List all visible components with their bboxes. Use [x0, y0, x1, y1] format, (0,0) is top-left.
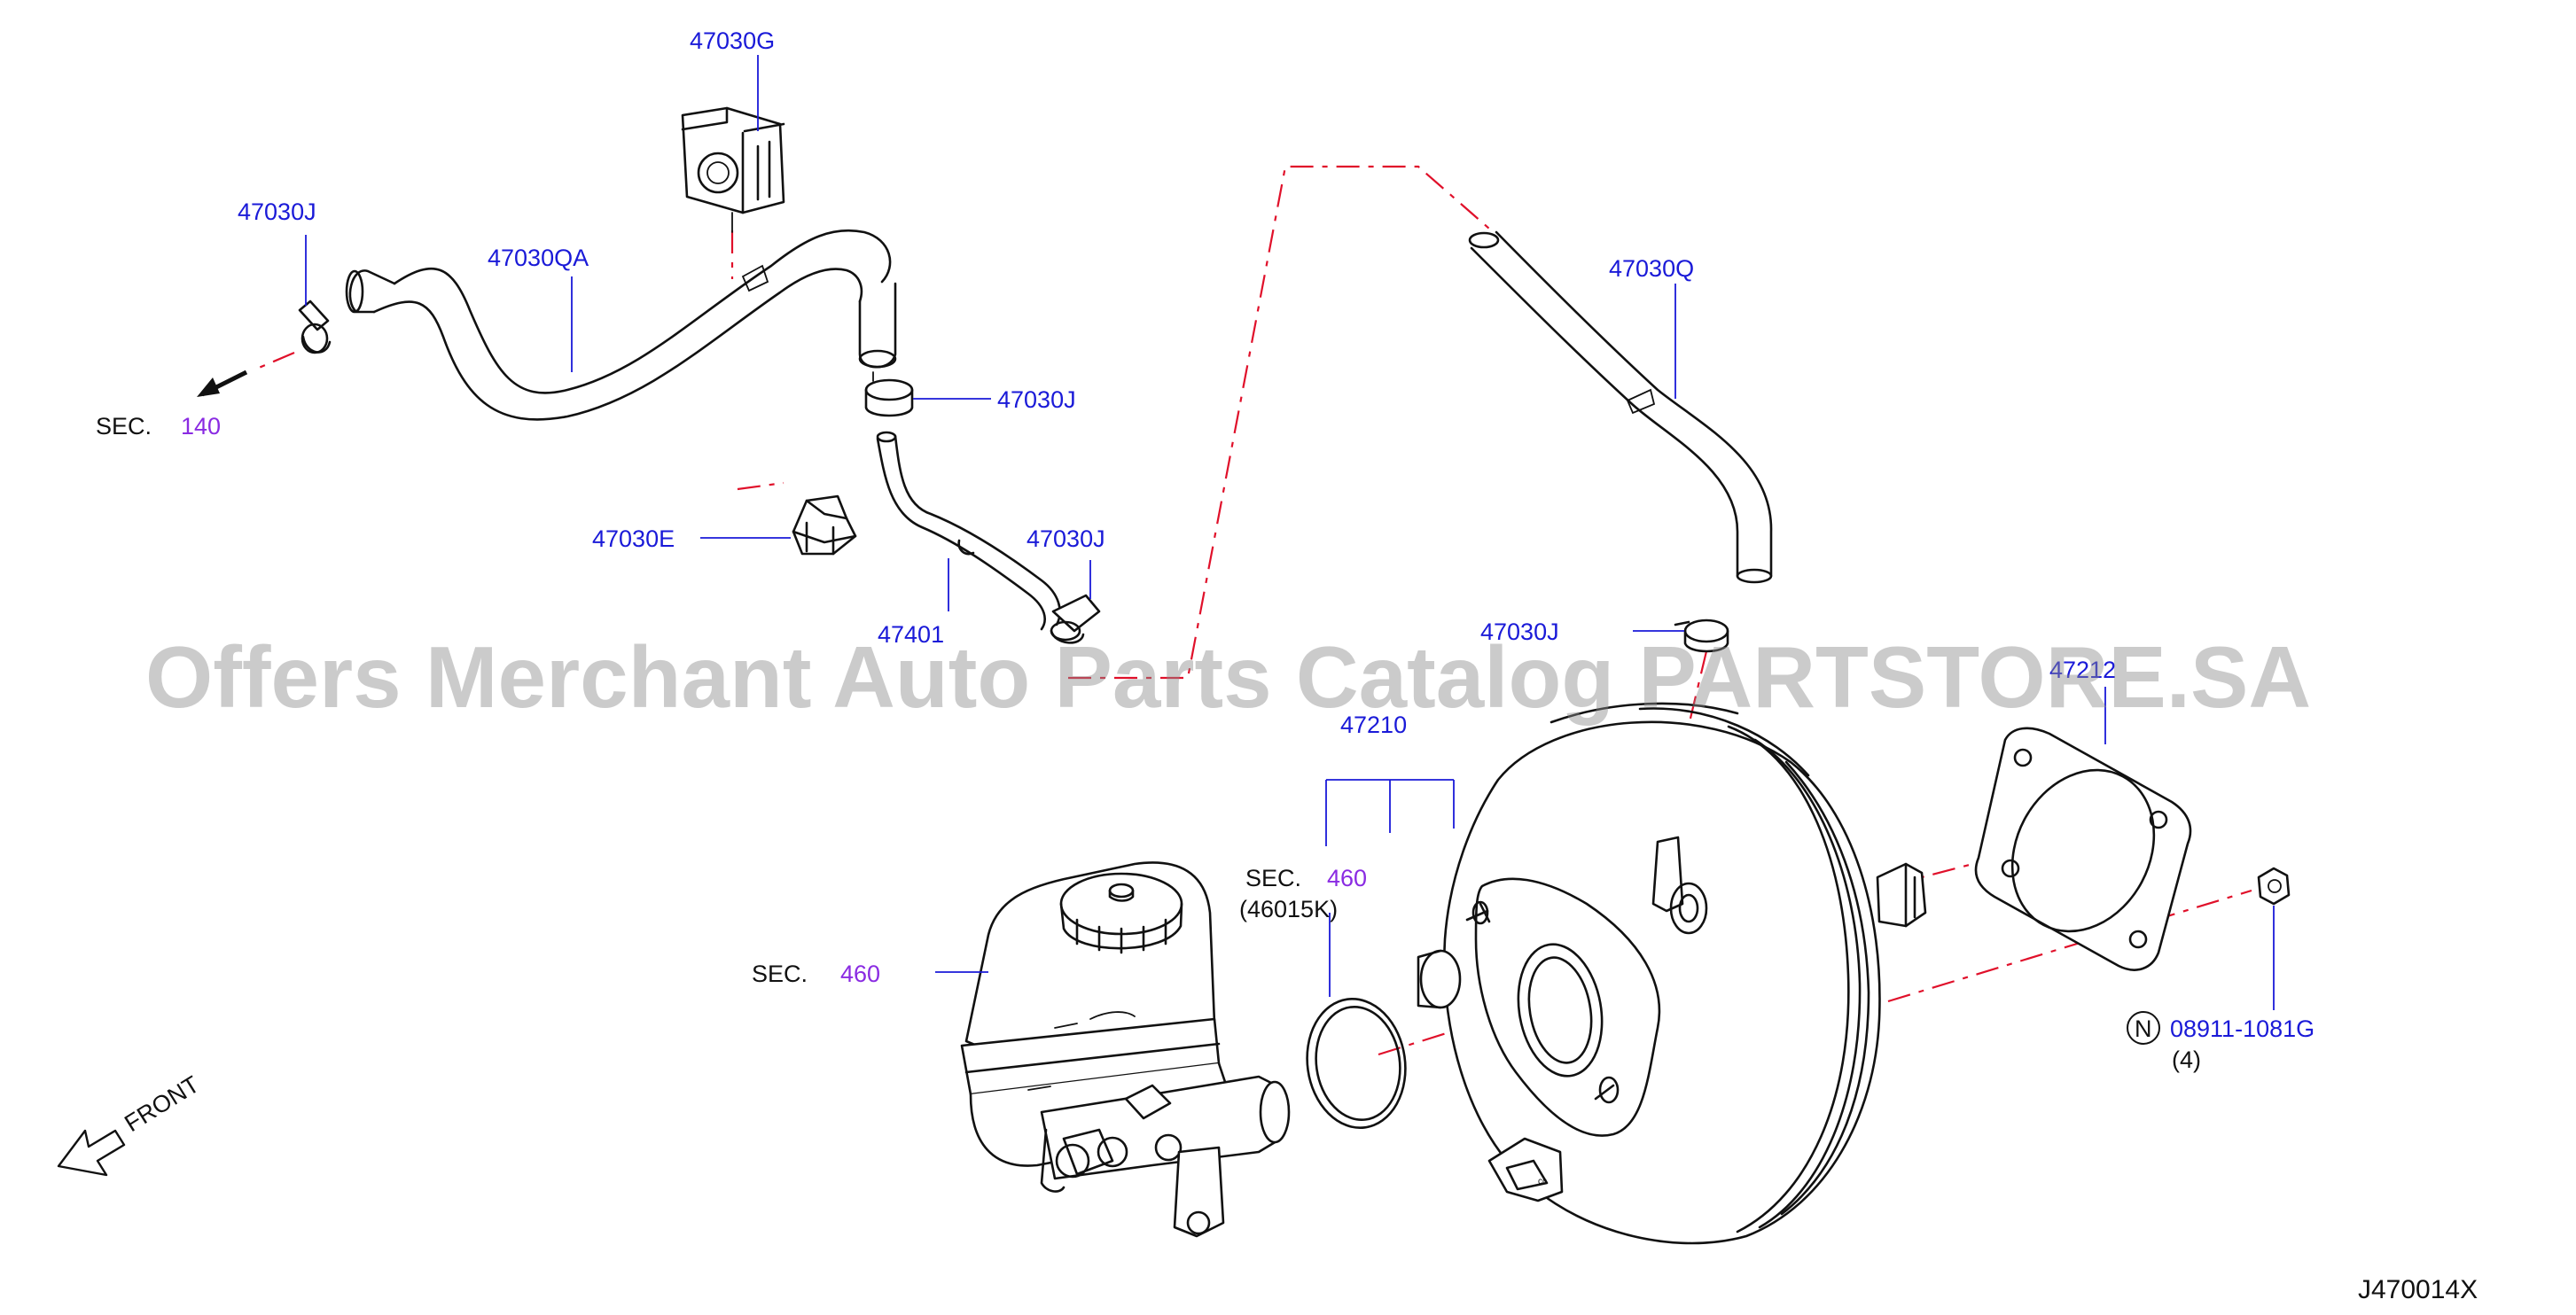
- o-ring-seal: [1306, 998, 1407, 1129]
- front-arrow-icon: [57, 1129, 126, 1177]
- label-47030j-right: 47030J: [1480, 619, 1559, 645]
- nut-symbol: N: [2135, 1015, 2152, 1042]
- front-direction-indicator: FRONT: [57, 1070, 204, 1177]
- label-47401: 47401: [878, 621, 944, 648]
- hose-clamp-47030j-right: [1674, 619, 1729, 653]
- vacuum-hose-47030qa: [345, 229, 897, 421]
- booster-gasket-47212: [1974, 727, 2192, 971]
- nut-symbol-circle: [2127, 1011, 2160, 1045]
- label-47030j-lower: 47030J: [1026, 525, 1105, 552]
- section-ref-140: SEC. 140: [96, 413, 221, 440]
- label-47030j-middle: 47030J: [997, 386, 1076, 413]
- brake-booster-47210: cc: [1417, 702, 1927, 1245]
- tube-clip-47030e: [792, 494, 857, 556]
- leader-lines: [305, 55, 2275, 1010]
- section-ref-460-master: SEC. 460: [752, 961, 880, 987]
- vacuum-tube-47401: [876, 431, 1061, 631]
- sec460-booster-number: 460: [1327, 865, 1367, 891]
- hose-clamp-47030j-lower: [1050, 594, 1101, 644]
- label-nut-code: 08911-1081G: [2170, 1015, 2314, 1042]
- watermark-text: Offers Merchant Auto Parts Catalog PARTS…: [145, 628, 2311, 726]
- nut-callout: N 08911-1081G (4): [2127, 1011, 2314, 1073]
- label-47030qa: 47030QA: [488, 245, 589, 271]
- label-47210: 47210: [1340, 712, 1407, 738]
- label-47030j-left: 47030J: [238, 198, 316, 225]
- hose-clamp-47030j-middle: [864, 371, 914, 417]
- sec140-number: 140: [181, 413, 221, 440]
- sec460-master-prefix: SEC.: [752, 961, 808, 987]
- hose-bracket-47030g: [681, 106, 785, 233]
- sec140-prefix: SEC.: [96, 413, 152, 440]
- section-ref-460-booster: SEC. 460 (46015K): [1239, 865, 1367, 922]
- brake-master-cylinder: [960, 861, 1291, 1238]
- label-47212: 47212: [2049, 657, 2116, 683]
- svg-text:cc: cc: [1538, 1177, 1547, 1187]
- hex-nut: [2257, 867, 2291, 906]
- front-label: FRONT: [120, 1070, 204, 1137]
- figure-code: J470014X: [2358, 1275, 2478, 1304]
- vacuum-hose-47030q: [1468, 230, 1773, 584]
- direction-arrow-icon: [197, 370, 248, 397]
- label-nut-qty: (4): [2172, 1047, 2201, 1073]
- hose-clamp-47030j-left: [298, 300, 332, 354]
- sec460-master-number: 460: [840, 961, 880, 987]
- label-47030g: 47030G: [690, 27, 775, 54]
- sec460-booster-sub: (46015K): [1239, 896, 1338, 922]
- label-47030e: 47030E: [592, 525, 675, 552]
- sec460-booster-prefix: SEC.: [1245, 865, 1301, 891]
- label-47030q: 47030Q: [1609, 255, 1694, 282]
